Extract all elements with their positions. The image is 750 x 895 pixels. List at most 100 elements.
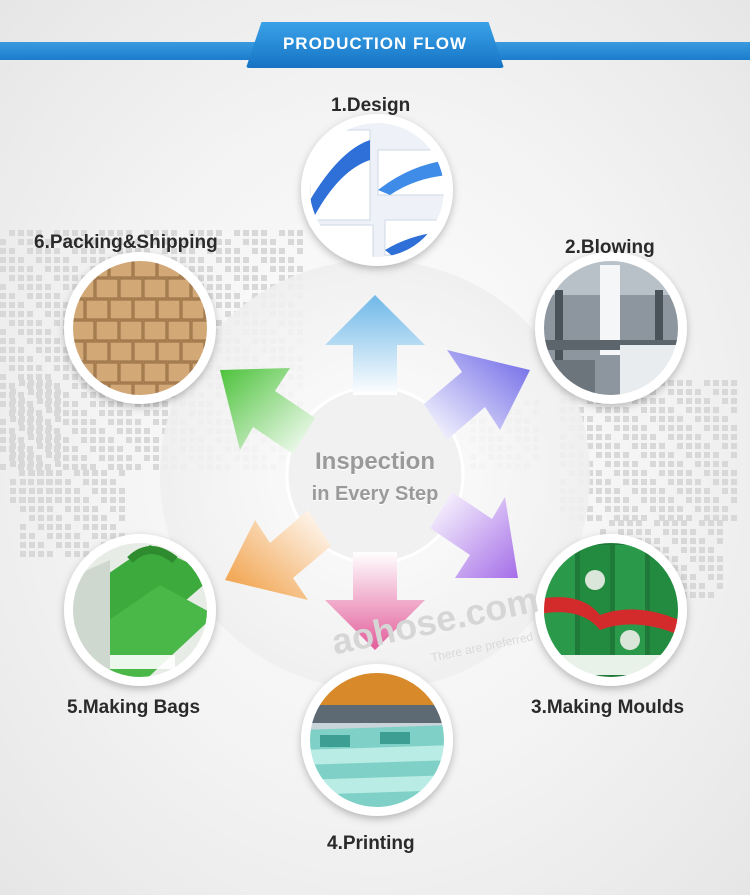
map-dot [596, 443, 602, 449]
map-dot [587, 470, 593, 476]
map-dot [717, 529, 723, 535]
map-dot [225, 266, 231, 272]
map-dot [153, 455, 159, 461]
map-dot [10, 452, 16, 458]
map-dot [672, 565, 678, 571]
map-dot [55, 479, 61, 485]
map-dot [18, 329, 24, 335]
carton-box [167, 320, 191, 341]
map-dot [686, 407, 692, 413]
map-dot [27, 329, 33, 335]
map-dot [614, 443, 620, 449]
map-dot [587, 515, 593, 521]
map-dot [119, 497, 125, 503]
carton-box [95, 362, 119, 383]
map-dot [605, 479, 611, 485]
map-dot [101, 488, 107, 494]
map-dot [119, 515, 125, 521]
map-dot [0, 266, 6, 272]
map-dot [38, 497, 44, 503]
map-dot [56, 542, 62, 548]
map-dot [609, 520, 615, 526]
map-dot [650, 452, 656, 458]
map-dot [650, 389, 656, 395]
map-dot [659, 416, 665, 422]
map-dot [668, 407, 674, 413]
map-dot [677, 506, 683, 512]
map-dot [55, 416, 61, 422]
arrow-upper-left-icon [220, 368, 315, 454]
map-dot [37, 479, 43, 485]
map-dot [0, 437, 6, 443]
map-dot [99, 248, 105, 254]
map-dot [234, 257, 240, 263]
map-dot [135, 419, 141, 425]
map-dot [65, 479, 71, 485]
step-2-blowing-image [535, 252, 687, 404]
map-dot [207, 293, 213, 299]
carton-box [143, 320, 167, 341]
map-dot [55, 407, 61, 413]
map-dot [713, 515, 719, 521]
map-dot [144, 401, 150, 407]
map-dot [717, 565, 723, 571]
map-dot [189, 230, 195, 236]
map-dot [216, 257, 222, 263]
map-dot [110, 488, 116, 494]
map-dot [659, 515, 665, 521]
map-dot [677, 470, 683, 476]
map-dot [605, 488, 611, 494]
map-dot [0, 464, 6, 470]
map-dot [65, 533, 71, 539]
map-dot [614, 452, 620, 458]
map-dot [279, 257, 285, 263]
map-dot [162, 239, 168, 245]
map-dot [641, 470, 647, 476]
map-dot [45, 464, 51, 470]
header-title: PRODUCTION FLOW [282, 34, 468, 53]
map-dot [63, 356, 69, 362]
map-dot [587, 479, 593, 485]
map-dot [686, 497, 692, 503]
map-dot [623, 479, 629, 485]
map-dot [713, 380, 719, 386]
map-dot [83, 542, 89, 548]
map-dot [686, 515, 692, 521]
map-dot [63, 374, 69, 380]
map-dot [198, 230, 204, 236]
map-dot [36, 230, 42, 236]
map-dot [27, 365, 33, 371]
map-dot [37, 488, 43, 494]
map-dot [216, 248, 222, 254]
map-dot [72, 275, 78, 281]
map-dot [596, 452, 602, 458]
map-dot [288, 239, 294, 245]
map-dot [623, 506, 629, 512]
map-dot [27, 311, 33, 317]
map-dot [117, 410, 123, 416]
map-dot [135, 401, 141, 407]
map-dot [261, 239, 267, 245]
map-dot [627, 520, 633, 526]
map-dot [54, 428, 60, 434]
map-dot [650, 434, 656, 440]
map-dot [101, 524, 107, 530]
map-dot [690, 574, 696, 580]
map-dot [225, 293, 231, 299]
map-dot [614, 416, 620, 422]
map-dot [695, 434, 701, 440]
carton-box [133, 299, 157, 320]
map-dot [704, 461, 710, 467]
carton-box [191, 320, 210, 341]
map-dot [63, 266, 69, 272]
map-dot [20, 533, 26, 539]
map-dot [623, 434, 629, 440]
map-dot [641, 479, 647, 485]
map-dot [54, 356, 60, 362]
map-dot [144, 437, 150, 443]
map-dot [99, 401, 105, 407]
map-dot [65, 542, 71, 548]
map-dot [645, 529, 651, 535]
map-dot [81, 428, 87, 434]
map-dot [37, 443, 43, 449]
